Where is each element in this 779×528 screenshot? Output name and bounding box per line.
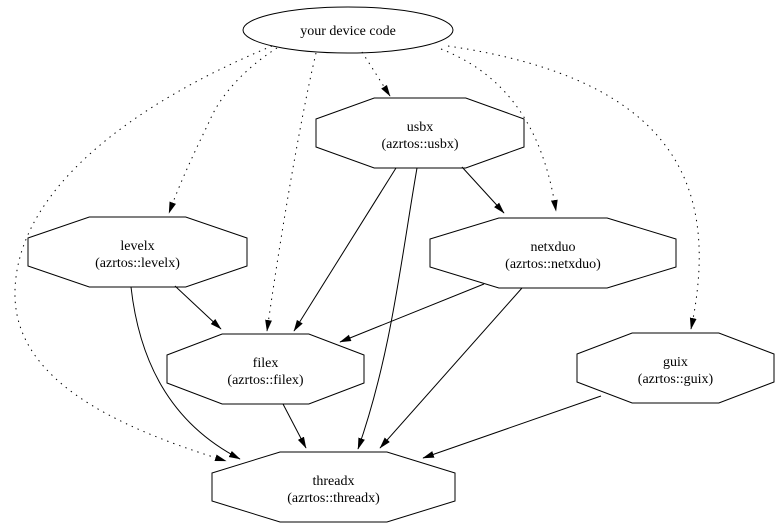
node-levelx-shape (27, 216, 248, 288)
edge-device-filex (265, 52, 317, 332)
node-usbx-sublabel: (azrtos::usbx) (382, 137, 459, 152)
edge-usbx-filex (293, 167, 397, 332)
edge-netxduo-threadx (379, 287, 523, 449)
edge-filex-threadx (282, 403, 307, 449)
edge-device-guix (447, 45, 700, 330)
node-netxduo-shape (429, 217, 677, 289)
edge-device-threadx (14, 45, 273, 462)
edge-device-usbx (361, 51, 391, 97)
node-filex: filex(azrtos::filex) (166, 333, 365, 405)
edge-usbx-netxduo (461, 166, 505, 214)
node-device-label: your device code (300, 24, 396, 39)
node-threadx-label: threadx (313, 474, 355, 489)
node-netxduo-label: netxduo (530, 240, 575, 255)
node-usbx: usbx(azrtos::usbx) (315, 97, 525, 169)
edges-layer (14, 45, 700, 462)
edge-netxduo-filex (339, 283, 485, 343)
node-levelx: levelx(azrtos::levelx) (27, 216, 248, 288)
node-guix-label: guix (663, 355, 688, 370)
edge-levelx-threadx (130, 286, 241, 460)
node-threadx-shape (211, 451, 456, 523)
node-levelx-label: levelx (120, 239, 154, 254)
edge-levelx-filex (174, 285, 222, 330)
edge-device-levelx (168, 47, 278, 214)
node-netxduo: netxduo(azrtos::netxduo) (429, 217, 677, 289)
edge-usbx-threadx (357, 167, 418, 450)
node-guix: guix(azrtos::guix) (576, 332, 775, 404)
node-threadx: threadx(azrtos::threadx) (211, 451, 456, 523)
edge-guix-threadx (422, 395, 602, 459)
node-device-shape (242, 6, 454, 54)
node-guix-shape (576, 332, 775, 404)
node-filex-sublabel: (azrtos::filex) (227, 373, 304, 388)
node-usbx-shape (315, 97, 525, 169)
node-levelx-sublabel: (azrtos::levelx) (95, 256, 180, 271)
node-filex-shape (166, 333, 365, 405)
edge-device-netxduo (440, 48, 558, 212)
node-netxduo-sublabel: (azrtos::netxduo) (505, 257, 601, 272)
node-threadx-sublabel: (azrtos::threadx) (287, 491, 380, 506)
node-filex-label: filex (253, 356, 279, 371)
node-usbx-label: usbx (407, 120, 433, 135)
node-device: your device code (242, 6, 454, 54)
nodes-layer: your device codeusbx(azrtos::usbx)levelx… (27, 6, 775, 523)
node-guix-sublabel: (azrtos::guix) (638, 372, 714, 387)
